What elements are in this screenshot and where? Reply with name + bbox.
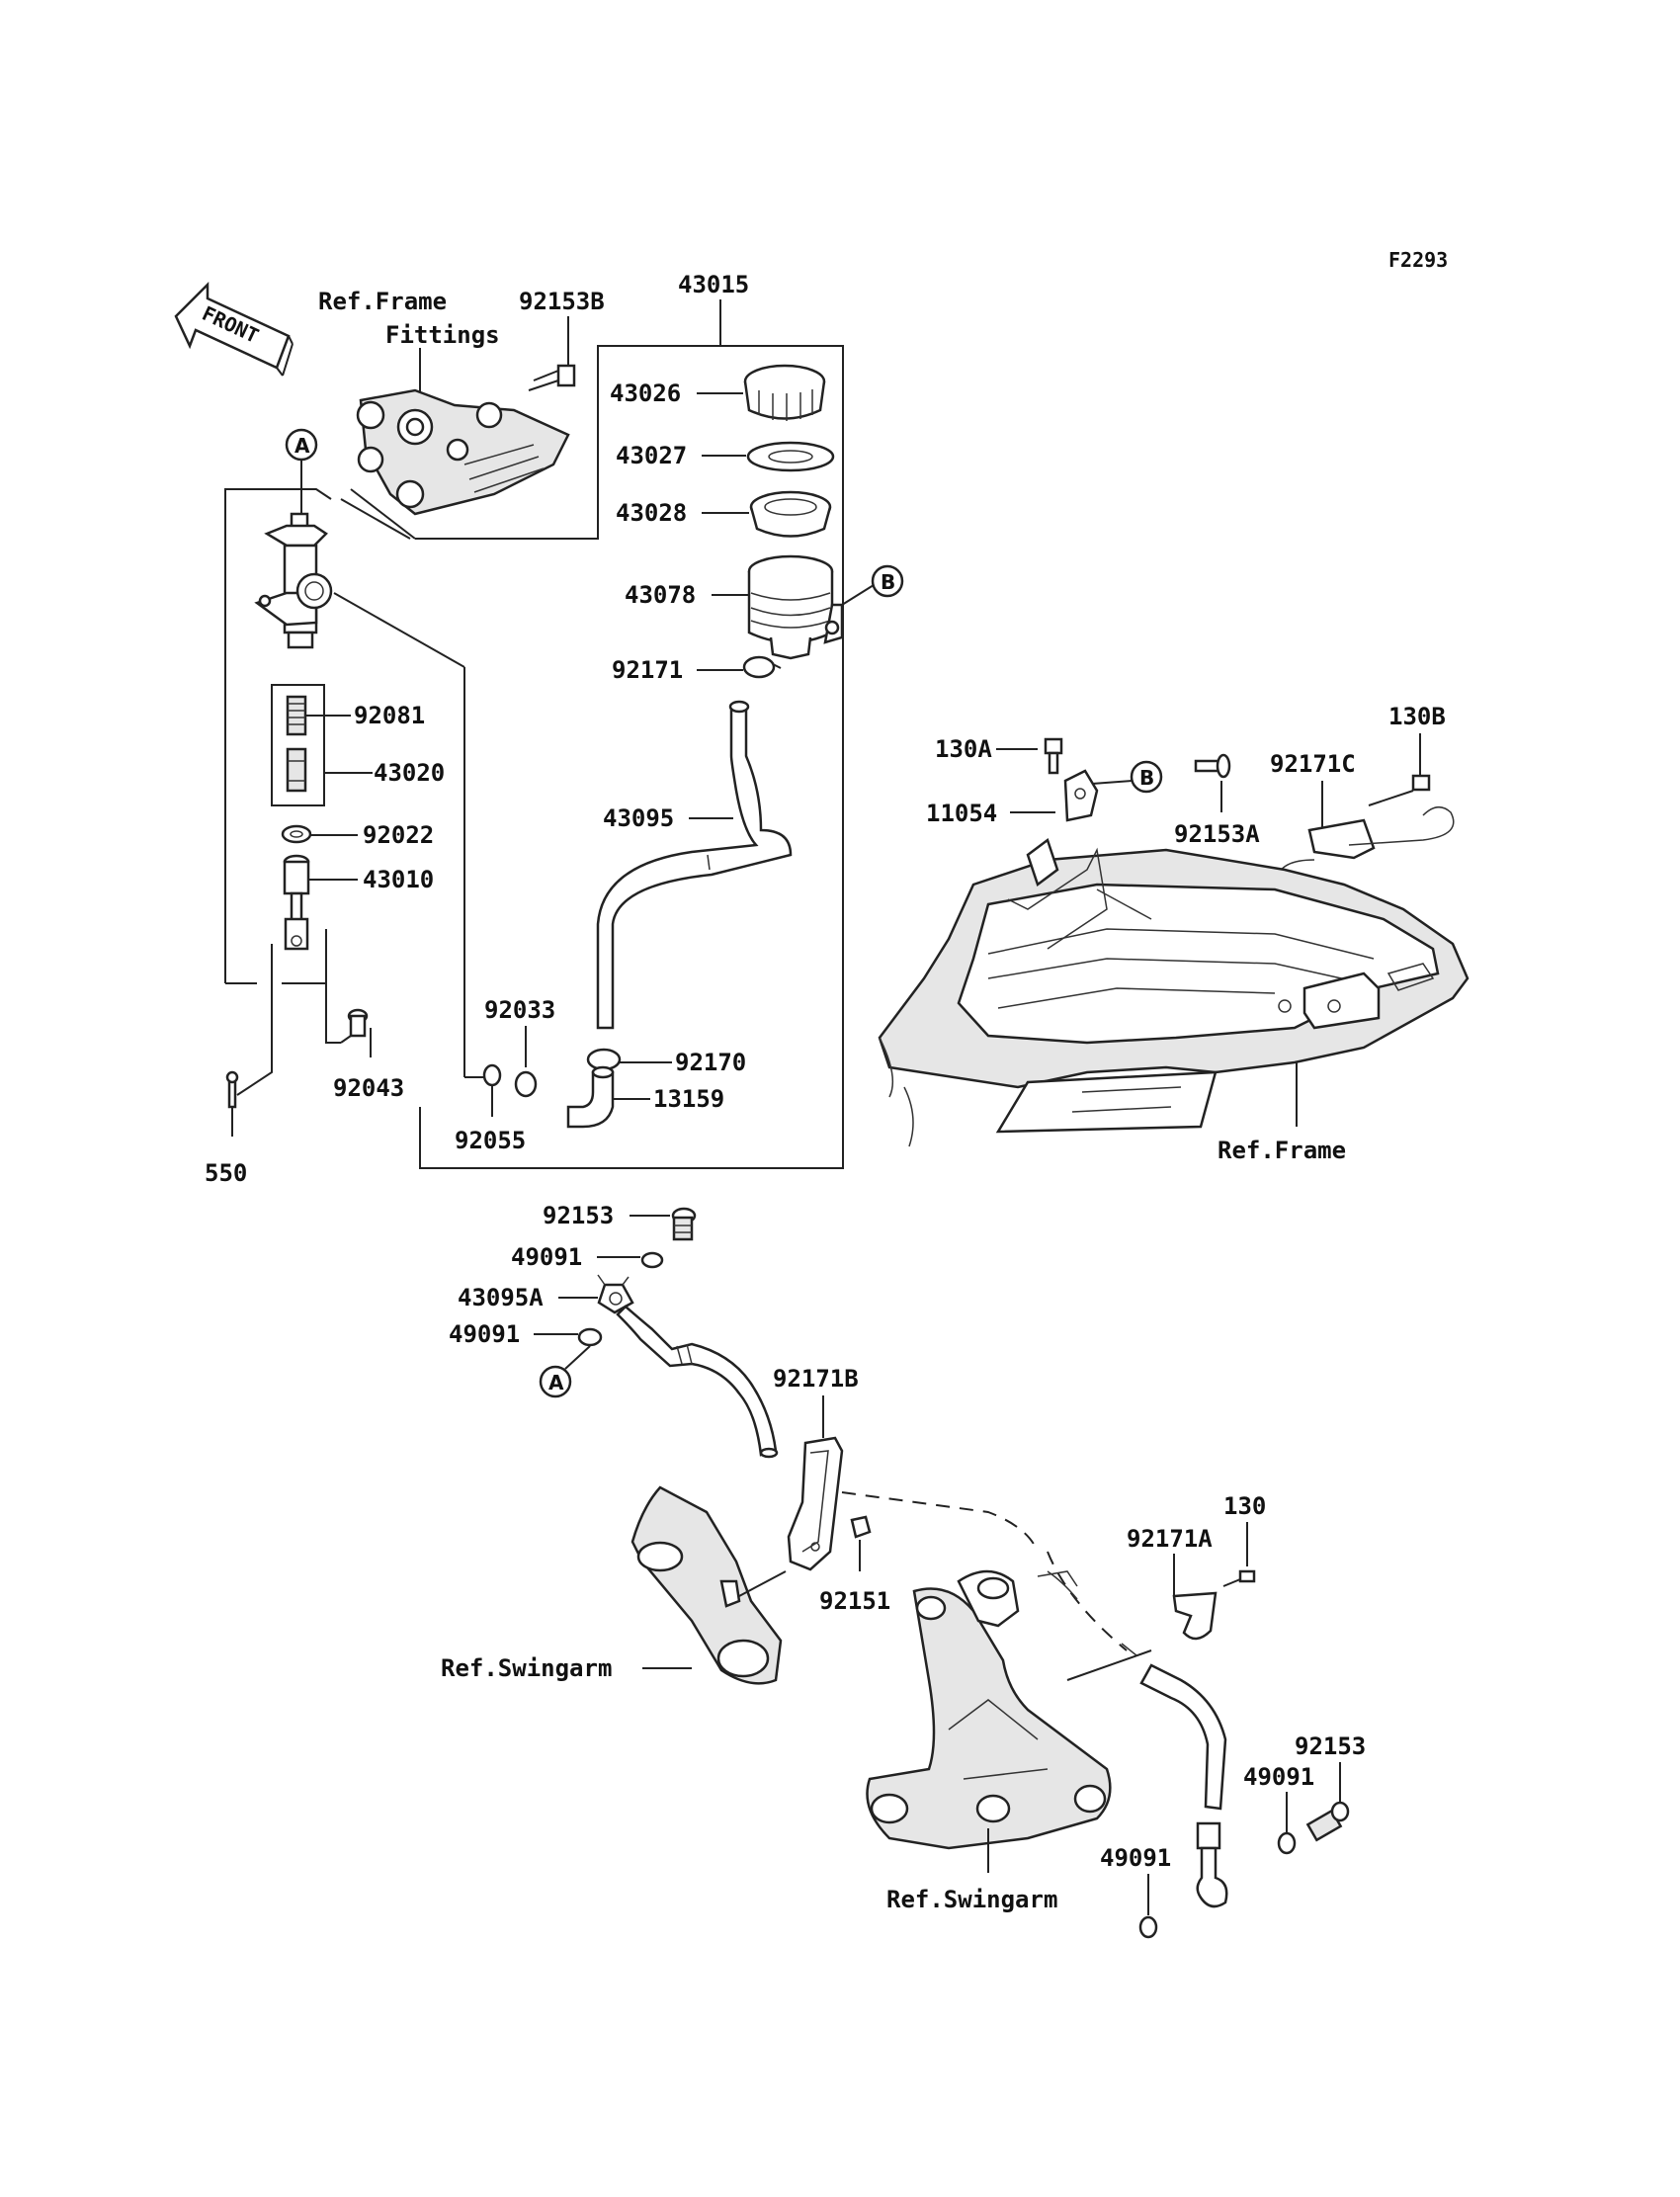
part-label-130B: 130B: [1388, 703, 1446, 730]
part-label-43095: 43095: [603, 804, 674, 832]
svg-text:B: B: [1139, 766, 1154, 790]
bolt-130: [1222, 1569, 1256, 1587]
figure-code: F2293: [1388, 248, 1448, 272]
part-label-130: 130: [1223, 1492, 1266, 1520]
part-label-92171A: 92171A: [1127, 1525, 1213, 1553]
part-label-49091-a: 49091: [511, 1243, 582, 1271]
cotter-pin-550: [225, 1070, 239, 1109]
banjo-bolt-92153-bottom: [1305, 1801, 1350, 1842]
washer-92022: [281, 824, 312, 844]
callout-a-top: A: [285, 428, 318, 462]
brake-hose-lower: [1037, 1551, 1228, 1908]
washer-49091-d: [1138, 1915, 1158, 1939]
part-label-43078: 43078: [625, 581, 696, 609]
svg-text:A: A: [294, 434, 310, 458]
bolt-130B: [1411, 774, 1431, 792]
washer-49091-a: [640, 1251, 664, 1269]
part-label-92055: 92055: [455, 1127, 526, 1154]
callout-b-bracket: B: [1130, 760, 1163, 794]
master-cylinder-body: [254, 512, 333, 649]
reservoir-cap-43026: [743, 364, 826, 421]
frame-fittings-bracket: [356, 388, 570, 516]
callout-b-reservoir: B: [871, 564, 904, 598]
front-arrow-icon: FRONT: [174, 281, 294, 377]
diaphragm-43028: [749, 490, 832, 538]
part-label-43095A: 43095A: [458, 1284, 544, 1311]
swingarm-link-part: [866, 1569, 1112, 1850]
elbow-pipe-13159: [566, 1065, 615, 1129]
clip-92033: [514, 1070, 538, 1098]
part-label-92171B: 92171B: [773, 1365, 859, 1393]
svg-text:B: B: [881, 570, 895, 594]
part-label-130A: 130A: [935, 735, 992, 763]
clamp-92171A: [1172, 1591, 1218, 1641]
part-label-11054: 11054: [926, 800, 997, 827]
part-label-92153A: 92153A: [1174, 820, 1260, 848]
part-label-92170: 92170: [675, 1049, 746, 1076]
part-label-43027: 43027: [616, 442, 687, 469]
svg-text:A: A: [548, 1371, 564, 1394]
brake-hose-43095A: [597, 1274, 779, 1459]
part-label-92033: 92033: [484, 996, 555, 1024]
banjo-bolt-92153-top: [671, 1207, 697, 1241]
ref-swingarm-left-label: Ref.Swingarm: [441, 1654, 612, 1682]
part-label-43020: 43020: [374, 759, 445, 787]
bolt-130A: [1044, 737, 1063, 775]
part-label-92022: 92022: [363, 821, 434, 849]
part-label-92151: 92151: [819, 1587, 890, 1615]
ref-frame-fittings-label-1: Ref.Frame: [318, 288, 447, 315]
part-label-92153-top: 92153: [543, 1202, 614, 1229]
part-label-49091-d: 49091: [1100, 1844, 1171, 1872]
reservoir-hose-43095: [596, 700, 793, 1030]
reservoir-tank-43078: [747, 554, 844, 660]
part-label-92153-bottom: 92153: [1295, 1732, 1366, 1760]
bolt-92153B: [528, 364, 576, 391]
part-label-49091-b: 49091: [449, 1320, 520, 1348]
pin-92043: [340, 1008, 369, 1044]
frame-structure: [878, 837, 1470, 1147]
washer-49091-c: [1277, 1831, 1297, 1855]
part-label-92171C: 92171C: [1270, 750, 1356, 778]
bolt-92153A: [1194, 753, 1231, 779]
bolt-92151: [850, 1515, 872, 1539]
part-label-92081: 92081: [354, 702, 425, 729]
ref-frame-fittings-label-2: Fittings: [385, 321, 500, 349]
callout-a-bottom: A: [539, 1365, 572, 1398]
part-label-43028: 43028: [616, 499, 687, 527]
piston-43020: [286, 747, 307, 793]
push-rod-43010: [283, 854, 310, 951]
hose-guide-92171B: [787, 1436, 844, 1571]
ref-frame-label: Ref.Frame: [1218, 1137, 1346, 1164]
part-label-43015: 43015: [678, 271, 749, 298]
clamp-92171: [742, 655, 782, 679]
swingarm-left-part: [630, 1485, 783, 1685]
o-ring-92055: [482, 1063, 502, 1087]
part-label-43026: 43026: [610, 380, 681, 407]
part-label-92153B: 92153B: [519, 288, 605, 315]
washer-49091-b: [577, 1327, 603, 1347]
ref-swingarm-bottom-label: Ref.Swingarm: [886, 1886, 1057, 1913]
bracket-11054: [1063, 769, 1099, 822]
part-label-43010: 43010: [363, 866, 434, 893]
spring-92081: [286, 695, 307, 736]
part-label-550: 550: [205, 1159, 247, 1187]
part-label-49091-c: 49091: [1243, 1763, 1314, 1791]
diaphragm-plate-43027: [746, 441, 835, 472]
part-label-13159: 13159: [653, 1085, 724, 1113]
part-label-92043: 92043: [333, 1074, 404, 1102]
part-label-92171: 92171: [612, 656, 683, 684]
